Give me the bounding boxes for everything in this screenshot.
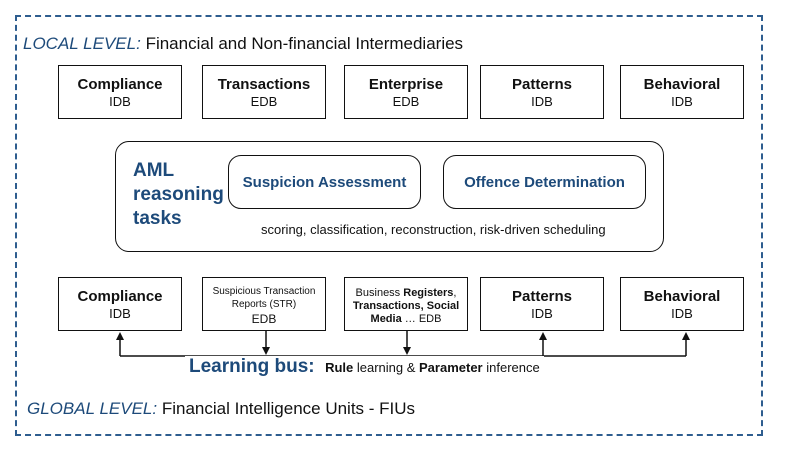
box-sub: IDB bbox=[671, 306, 693, 321]
aml-title: AML reasoning tasks bbox=[133, 159, 224, 231]
bottom-box-compliance: Compliance IDB bbox=[58, 277, 182, 331]
box-sub: EDB bbox=[392, 94, 420, 109]
local-level-heading: LOCAL LEVEL: Financial and Non-financial… bbox=[23, 34, 463, 54]
text-plain: inference bbox=[482, 360, 540, 375]
business-line-2: Transactions, Social bbox=[345, 300, 467, 313]
text-bold: Media bbox=[370, 313, 402, 325]
box-sub: IDB bbox=[531, 94, 553, 109]
box-sub: EDB bbox=[251, 312, 277, 326]
aml-title-line: tasks bbox=[133, 208, 182, 229]
global-level-label: GLOBAL LEVEL: bbox=[27, 399, 158, 418]
box-title: Patterns bbox=[511, 76, 573, 93]
offence-determination-task: Offence Determination bbox=[443, 155, 646, 209]
top-box-transactions: Transactions EDB bbox=[202, 65, 326, 119]
global-level-heading: GLOBAL LEVEL: Financial Intelligence Uni… bbox=[27, 399, 415, 419]
box-title: Transactions bbox=[217, 76, 311, 93]
box-sub: IDB bbox=[109, 306, 131, 321]
top-box-enterprise: Enterprise EDB bbox=[344, 65, 468, 119]
business-line-1: Business Registers, bbox=[345, 287, 467, 300]
box-sub: EDB bbox=[250, 94, 278, 109]
aml-title-line: reasoning bbox=[133, 184, 224, 205]
text-plain: , bbox=[453, 287, 457, 299]
text-plain: Business bbox=[355, 287, 404, 299]
text-bold: Parameter bbox=[419, 360, 483, 375]
bottom-box-business: Business Registers, Transactions, Social… bbox=[344, 277, 468, 331]
aml-reasoning-block: AML reasoning tasks Suspicion Assessment… bbox=[115, 141, 664, 252]
text-bold: Registers bbox=[403, 287, 454, 299]
top-box-behavioral: Behavioral IDB bbox=[620, 65, 744, 119]
box-title: Patterns bbox=[511, 288, 573, 305]
aml-methods: scoring, classification, reconstruction,… bbox=[261, 222, 606, 237]
text-plain: learning & bbox=[353, 360, 420, 375]
local-level-label: LOCAL LEVEL: bbox=[23, 34, 141, 53]
text-plain: … EDB bbox=[401, 313, 442, 325]
box-title: Behavioral bbox=[643, 288, 721, 305]
bottom-box-behavioral: Behavioral IDB bbox=[620, 277, 744, 331]
task-label: Suspicion Assessment bbox=[242, 173, 407, 191]
text-bold: Rule bbox=[325, 360, 354, 375]
suspicion-assessment-task: Suspicion Assessment bbox=[228, 155, 421, 209]
global-level-text: Financial Intelligence Units - FIUs bbox=[161, 399, 416, 418]
learning-bus-title: Learning bus: bbox=[189, 356, 315, 377]
business-line-3: Media … EDB bbox=[345, 313, 467, 326]
box-sub: IDB bbox=[531, 306, 553, 321]
local-level-text: Financial and Non-financial Intermediari… bbox=[145, 34, 464, 53]
bottom-box-patterns: Patterns IDB bbox=[480, 277, 604, 331]
diagram-frame bbox=[15, 15, 763, 436]
bottom-box-str: Suspicious Transaction Reports (STR) EDB bbox=[202, 277, 326, 331]
box-sub: IDB bbox=[109, 94, 131, 109]
box-title-line: Reports (STR) bbox=[231, 299, 297, 310]
box-title: Enterprise bbox=[368, 76, 444, 93]
box-title-line: Suspicious Transaction bbox=[212, 286, 316, 297]
box-sub: IDB bbox=[671, 94, 693, 109]
box-title: Compliance bbox=[77, 76, 163, 93]
box-title: Compliance bbox=[77, 288, 163, 305]
text-bold: Transactions, Social bbox=[352, 300, 460, 312]
box-title: Behavioral bbox=[643, 76, 721, 93]
top-box-compliance: Compliance IDB bbox=[58, 65, 182, 119]
task-label: Offence Determination bbox=[464, 173, 625, 191]
learning-bus: Learning bus: Rule learning & Parameter … bbox=[185, 356, 544, 378]
aml-title-line: AML bbox=[133, 160, 175, 181]
learning-bus-desc: Rule learning & Parameter inference bbox=[325, 360, 540, 375]
top-box-patterns: Patterns IDB bbox=[480, 65, 604, 119]
